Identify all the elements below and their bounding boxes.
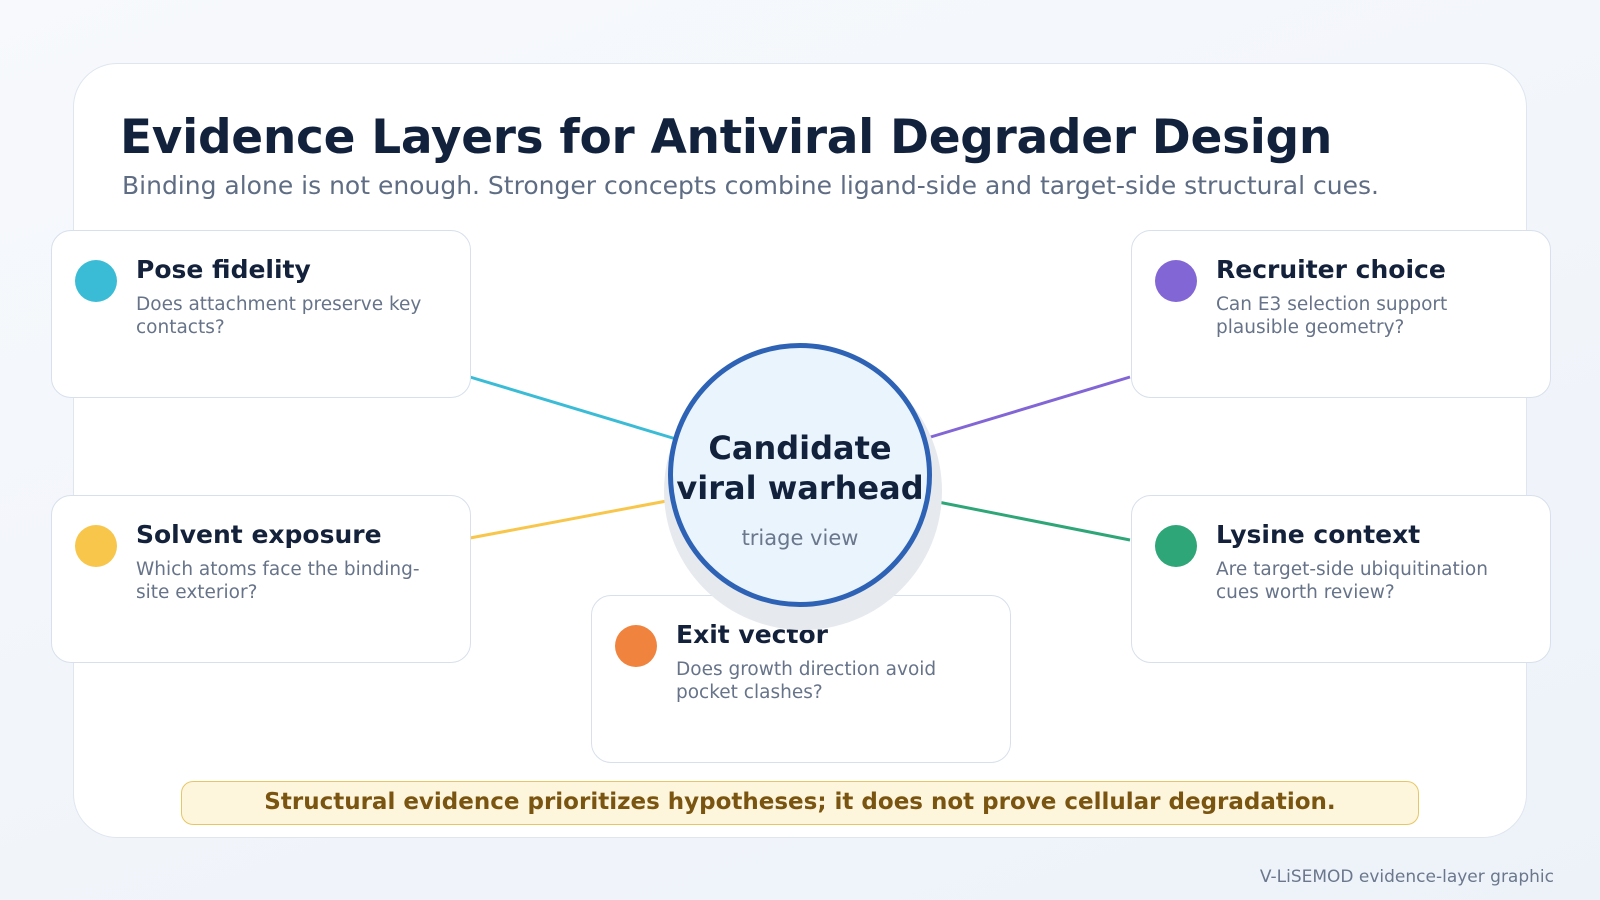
card-recruiter-choice: Recruiter choice Can E3 selection suppor… <box>1131 230 1551 398</box>
pose-fidelity-dot-icon <box>75 260 117 302</box>
caveat-banner: Structural evidence prioritizes hypothes… <box>181 781 1419 825</box>
card-description: Which atoms face the binding-site exteri… <box>136 559 420 603</box>
page-title: Evidence Layers for Antiviral Degrader D… <box>120 110 1333 165</box>
card-description: Does attachment preserve key contacts? <box>136 294 422 338</box>
card-title: Lysine context <box>1216 520 1421 549</box>
connector-recruiter <box>923 375 1131 441</box>
card-title: Solvent exposure <box>136 520 382 549</box>
card-description: Are target-side ubiquitination cues wort… <box>1216 559 1488 603</box>
exit-vector-dot-icon <box>615 625 657 667</box>
card-lysine-context: Lysine context Are target-side ubiquitin… <box>1131 495 1551 663</box>
recruiter-choice-dot-icon <box>1155 260 1197 302</box>
card-title: Recruiter choice <box>1216 255 1446 284</box>
page-subtitle: Binding alone is not enough. Stronger co… <box>122 171 1379 200</box>
hub-subtitle: triage view <box>741 526 859 550</box>
hub-title: Candidate viral warhead <box>673 428 927 508</box>
card-solvent-exposure: Solvent exposure Which atoms face the bi… <box>51 495 471 663</box>
connector-solvent <box>469 498 673 540</box>
connector-pose <box>469 375 677 441</box>
solvent-exposure-dot-icon <box>75 525 117 567</box>
hub-title-line1: Candidate <box>708 429 892 467</box>
card-description: Does growth direction avoid pocket clash… <box>676 659 937 703</box>
card-pose-fidelity: Pose fidelity Does attachment preserve k… <box>51 230 471 398</box>
card-description: Can E3 selection support plausible geome… <box>1216 294 1448 338</box>
graphic-credit: V-LiSEMOD evidence-layer graphic <box>1259 867 1554 887</box>
lysine-context-dot-icon <box>1155 525 1197 567</box>
hub-circle: Candidate viral warhead triage view <box>668 343 932 607</box>
hub-title-line2: viral warhead <box>676 469 924 507</box>
connector-lysine <box>927 498 1131 542</box>
card-title: Pose fidelity <box>136 255 311 284</box>
